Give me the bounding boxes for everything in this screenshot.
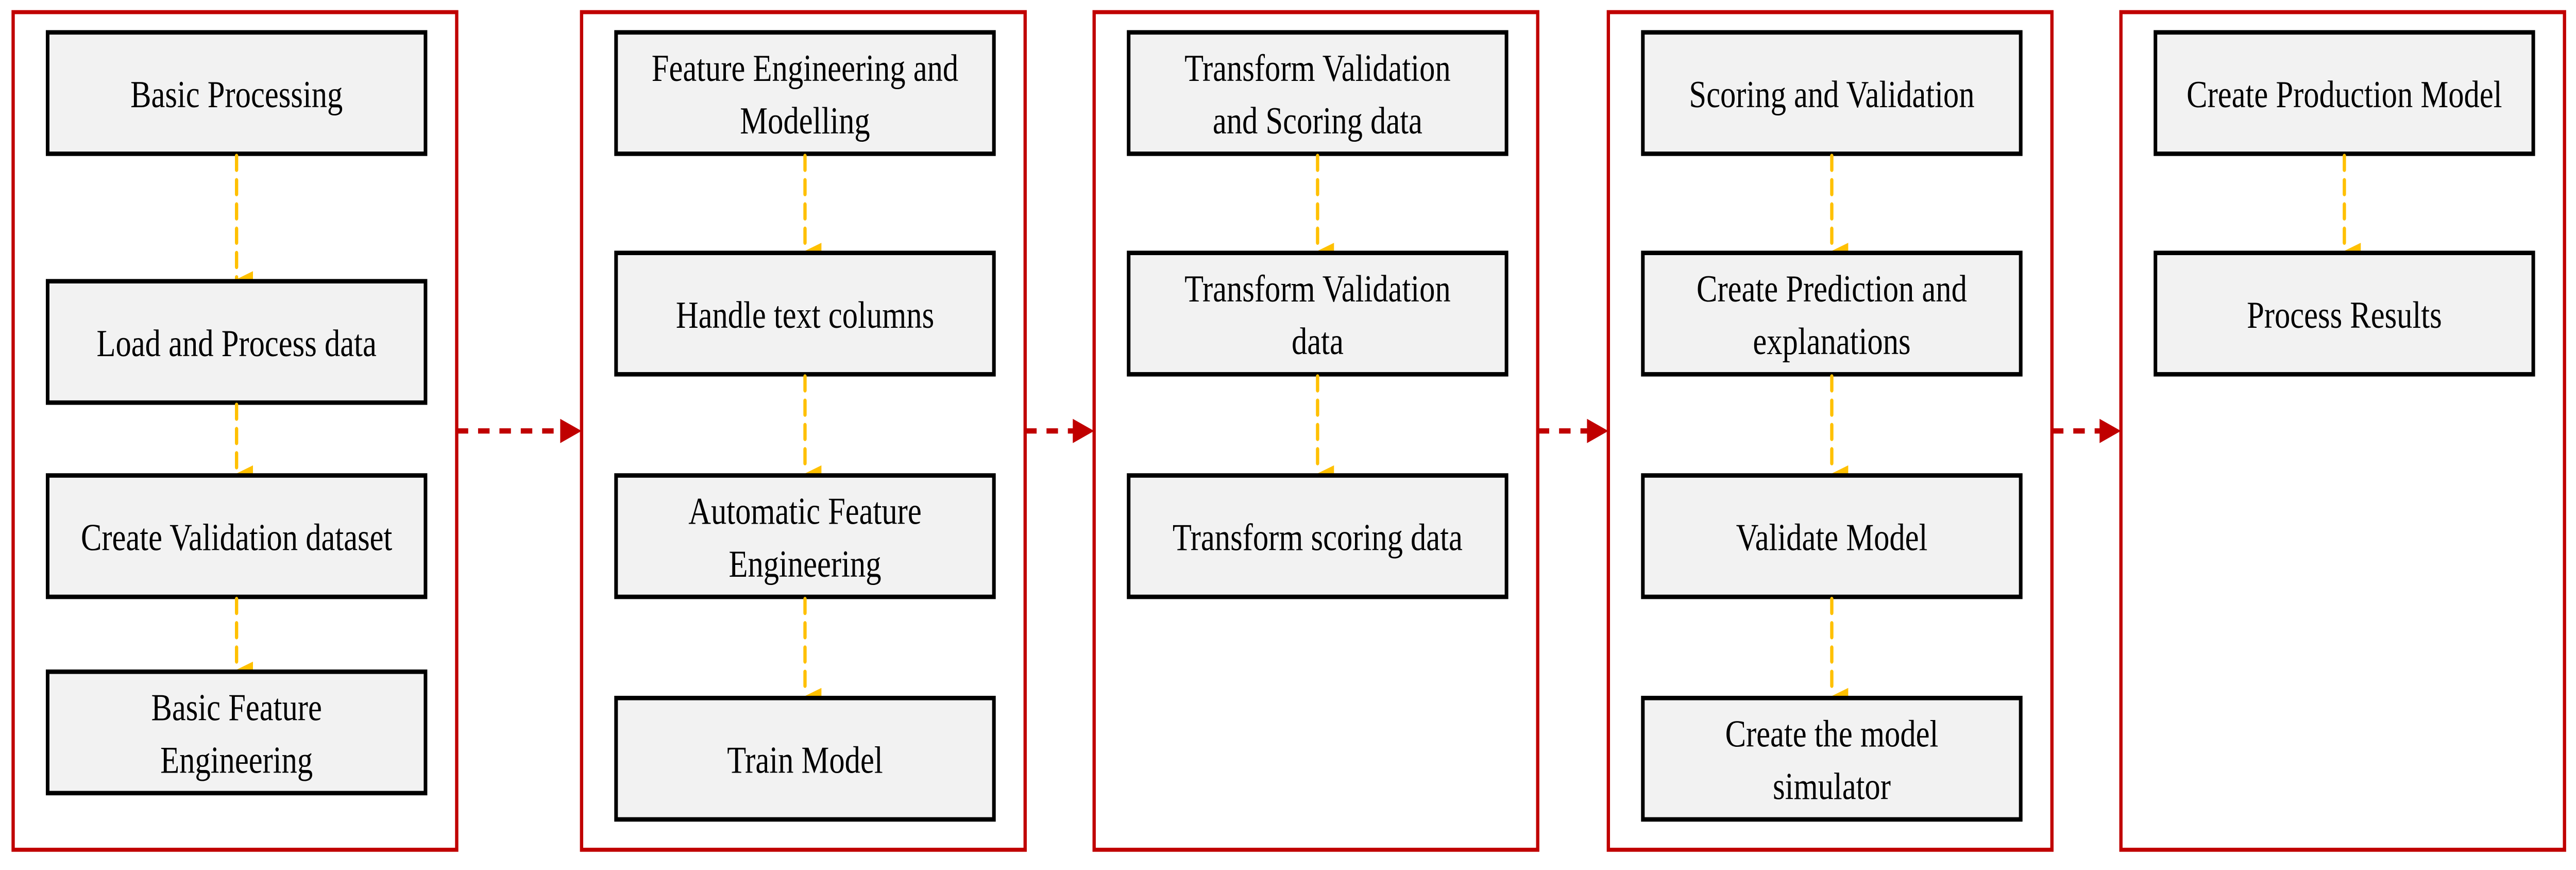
box-outline	[1127, 473, 1509, 599]
panel-border	[2119, 10, 2566, 852]
box-label: Create Prediction and	[1697, 267, 1967, 310]
process-box: Transform Validation and Scoring data	[1127, 30, 1509, 156]
box-outline	[1641, 696, 2023, 822]
process-box: Create Validation dataset	[45, 473, 428, 599]
box-label: Transform scoring data	[1173, 516, 1463, 559]
process-box: Handle text columns	[614, 250, 996, 377]
stage-arrowhead-icon	[1587, 419, 1608, 443]
box-label: explanations	[1753, 320, 1910, 362]
process-box: Process Results	[2154, 250, 2535, 377]
box-outline	[45, 473, 428, 599]
box-label: Transform Validation	[1184, 267, 1451, 310]
process-box: Basic Processing	[45, 30, 428, 156]
box-label: Feature Engineering and	[652, 46, 958, 89]
process-box: Scoring and Validation	[1641, 30, 2023, 156]
box-outline	[614, 473, 996, 599]
box-label: Train Model	[727, 739, 883, 781]
box-label: Load and Process data	[97, 322, 377, 364]
box-outline	[45, 669, 428, 796]
box-outline	[2154, 250, 2535, 377]
box-outline	[1641, 250, 2023, 377]
box-outline	[45, 279, 428, 405]
box-label: Basic Processing	[130, 73, 343, 115]
stage-arrowhead-icon	[1073, 419, 1094, 443]
box-label: Handle text columns	[676, 293, 934, 336]
box-label: Validate Model	[1736, 516, 1928, 559]
box-outline	[1641, 30, 2023, 156]
box-outline	[614, 250, 996, 377]
box-label: Engineering	[728, 542, 881, 585]
process-box: Load and Process data	[45, 279, 428, 405]
stage-arrowhead-icon	[2099, 419, 2121, 443]
process-box: Train Model	[614, 696, 996, 822]
box-outline	[614, 30, 996, 156]
process-box: Create Production Model	[2154, 30, 2535, 156]
box-label: Modelling	[740, 99, 870, 142]
process-box: Validate Model	[1641, 473, 2023, 599]
box-label: Automatic Feature	[688, 490, 922, 532]
process-box: Transform Validation data	[1127, 250, 1509, 377]
box-label: data	[1292, 320, 1344, 362]
box-label: Process Results	[2247, 293, 2442, 336]
box-outline	[2154, 30, 2535, 156]
box-outline	[1127, 30, 1509, 156]
box-label: simulator	[1773, 765, 1891, 808]
box-label: Create the model	[1725, 712, 1939, 755]
box-label: Basic Feature	[151, 686, 321, 729]
box-outline	[1641, 473, 2023, 599]
process-box: Create Prediction and explanations	[1641, 250, 2023, 377]
box-label: Create Production Model	[2187, 73, 2502, 115]
process-box: Transform scoring data	[1127, 473, 1509, 599]
box-label: Transform Validation	[1184, 46, 1451, 89]
box-outline	[1127, 250, 1509, 377]
box-label: Engineering	[160, 739, 313, 781]
process-box: Create the model simulator	[1641, 696, 2023, 822]
box-outline	[614, 696, 996, 822]
box-label: Create Validation dataset	[81, 516, 393, 559]
stage-arrowhead-icon	[560, 419, 582, 443]
box-label: and Scoring data	[1213, 99, 1422, 142]
box-label: Scoring and Validation	[1689, 73, 1974, 115]
